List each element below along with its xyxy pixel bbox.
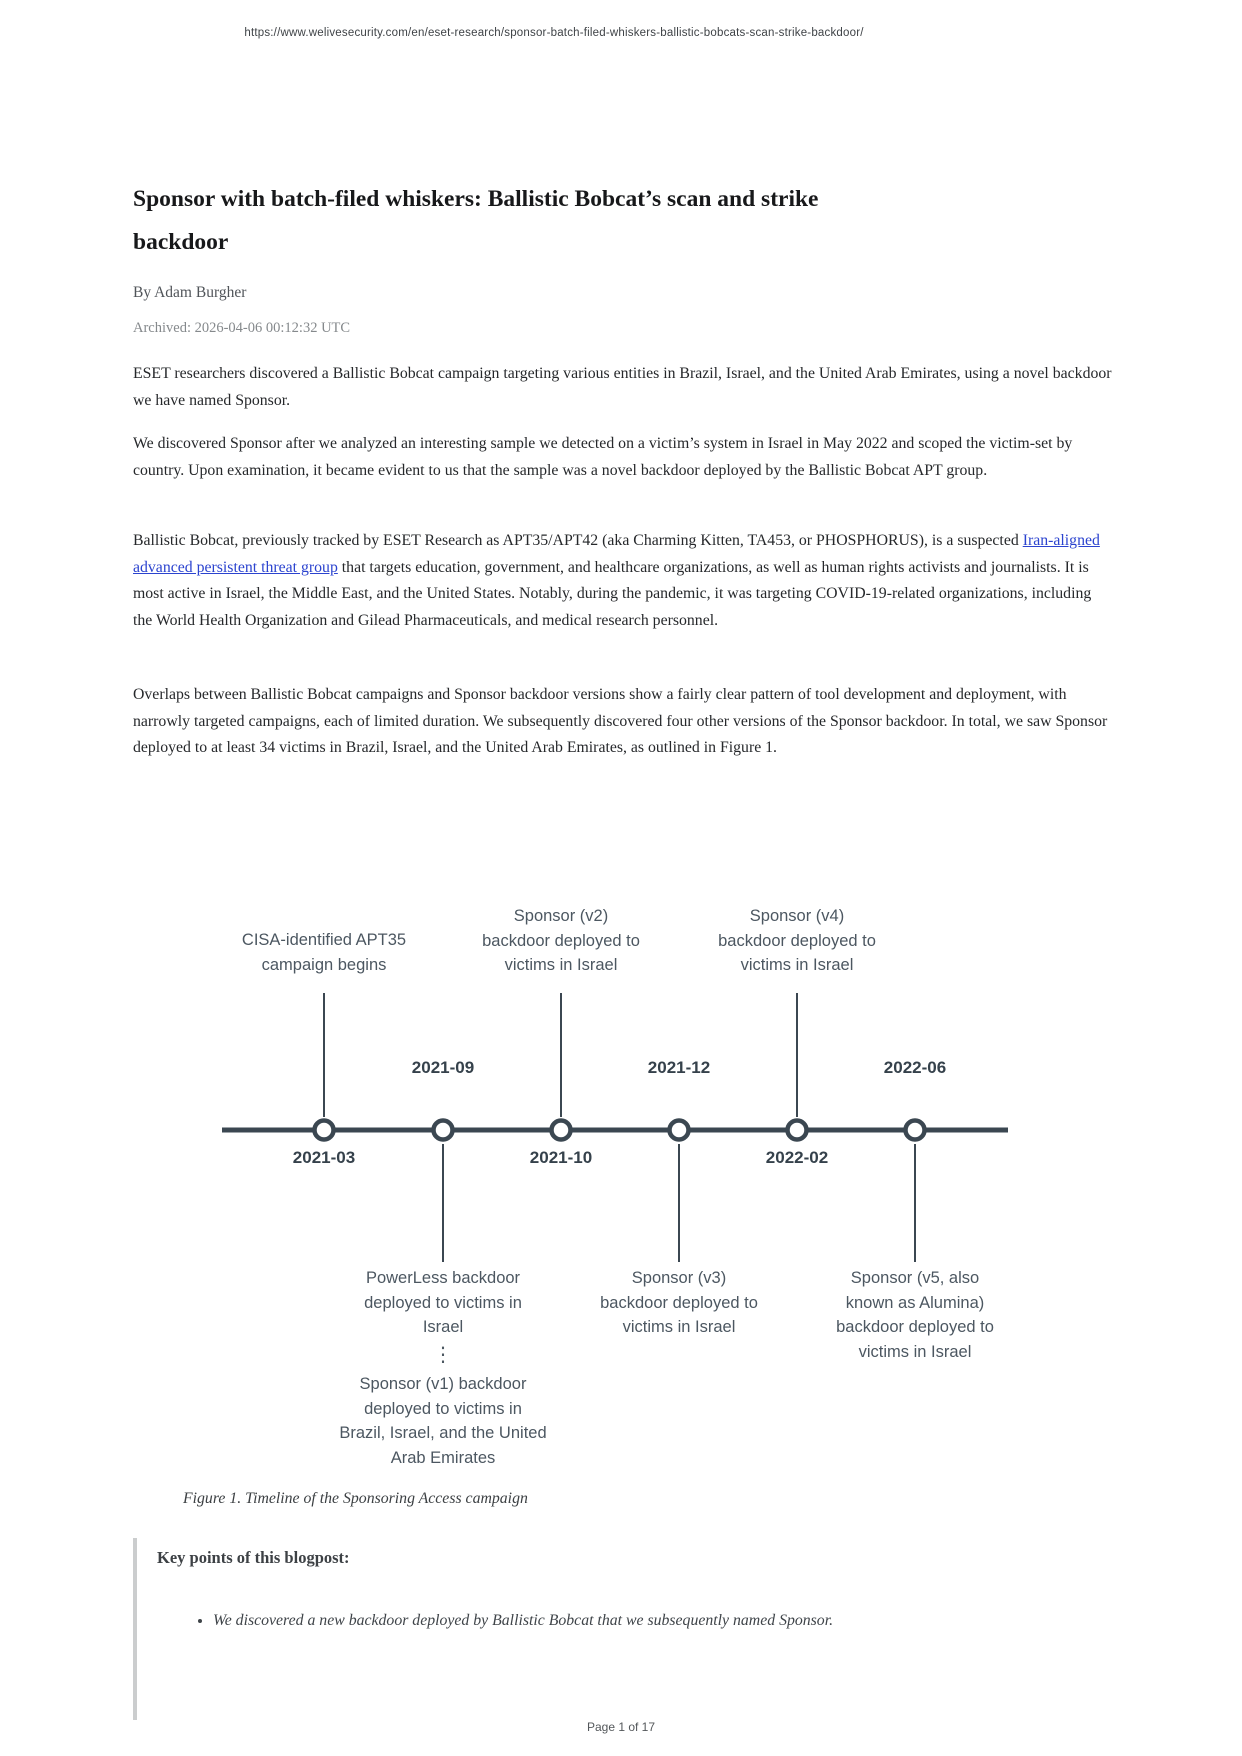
- page-url: https://www.welivesecurity.com/en/eset-r…: [244, 27, 864, 39]
- paragraph-3-text-after-link: that targets education, government, and …: [133, 558, 1092, 629]
- timeline-label-sponsor-v4: Sponsor (v4) backdoor deployed to victim…: [718, 907, 876, 974]
- timeline-node-2021-03: [312, 1118, 336, 1142]
- article-byline: By Adam Burgher: [133, 284, 247, 301]
- timeline-graphic: [222, 993, 1008, 1262]
- timeline-figure: CISA-identified APT35 campaign begins Sp…: [0, 888, 1242, 1488]
- timeline-label-sponsor-v3: Sponsor (v3) backdoor deployed to victim…: [600, 1269, 758, 1336]
- archived-timestamp: Archived: 2026-04-06 00:12:32 UTC: [133, 320, 351, 336]
- page-number: Page 1 of 17: [586, 1720, 656, 1734]
- timeline-label-powerless: PowerLess backdoor deployed to victims i…: [364, 1269, 522, 1336]
- paragraph-3: Ballistic Bobcat, previously tracked by …: [133, 528, 1113, 634]
- timeline-date-2021-09: 2021-09: [411, 1058, 475, 1077]
- timeline-node-2021-10: [549, 1118, 573, 1142]
- timeline-node-2021-12: [667, 1118, 691, 1142]
- paragraph-4: Overlaps between Ballistic Bobcat campai…: [133, 686, 1108, 756]
- timeline-node-2022-02: [785, 1118, 809, 1142]
- figure-caption: Figure 1. Timeline of the Sponsoring Acc…: [183, 1490, 528, 1507]
- timeline-label-sponsor-v5: Sponsor (v5, also known as Alumina) back…: [836, 1269, 994, 1361]
- vertical-ellipsis-icon: ⋮: [433, 1342, 453, 1366]
- iran-aligned-apt-link[interactable]: Iran-aligned advanced persistent threat …: [133, 532, 1100, 576]
- paragraph-1: ESET researchers discovered a Ballistic …: [133, 365, 1112, 409]
- timeline-label-sponsor-v1: Sponsor (v1) backdoor deployed to victim…: [339, 1375, 547, 1467]
- key-points-heading: Key points of this blogpost:: [157, 1548, 350, 1567]
- timeline-node-2021-09: [431, 1118, 455, 1142]
- timeline-node-2022-06: [903, 1118, 927, 1142]
- timeline-label-sponsor-v2: Sponsor (v2) backdoor deployed to victim…: [482, 907, 640, 974]
- paragraph-2: We discovered Sponsor after we analyzed …: [133, 435, 1073, 479]
- key-point-item: We discovered a new backdoor deployed by…: [213, 1612, 1138, 1630]
- key-points-section: Key points of this blogpost: We discover…: [133, 1538, 1138, 1720]
- timeline-date-2022-06: 2022-06: [883, 1058, 947, 1077]
- paragraph-3-text-before-link: Ballistic Bobcat, previously tracked by …: [133, 532, 1023, 549]
- article-title: Sponsor with batch-filed whiskers: Balli…: [133, 186, 819, 255]
- timeline-date-2021-03: 2021-03: [292, 1148, 356, 1167]
- timeline-date-2022-02: 2022-02: [765, 1148, 829, 1167]
- timeline-label-cisa-campaign: CISA-identified APT35 campaign begins: [241, 931, 407, 974]
- key-points-list: We discovered a new backdoor deployed by…: [157, 1612, 1138, 1630]
- timeline-date-2021-10: 2021-10: [529, 1148, 593, 1167]
- timeline-date-2021-12: 2021-12: [647, 1058, 711, 1077]
